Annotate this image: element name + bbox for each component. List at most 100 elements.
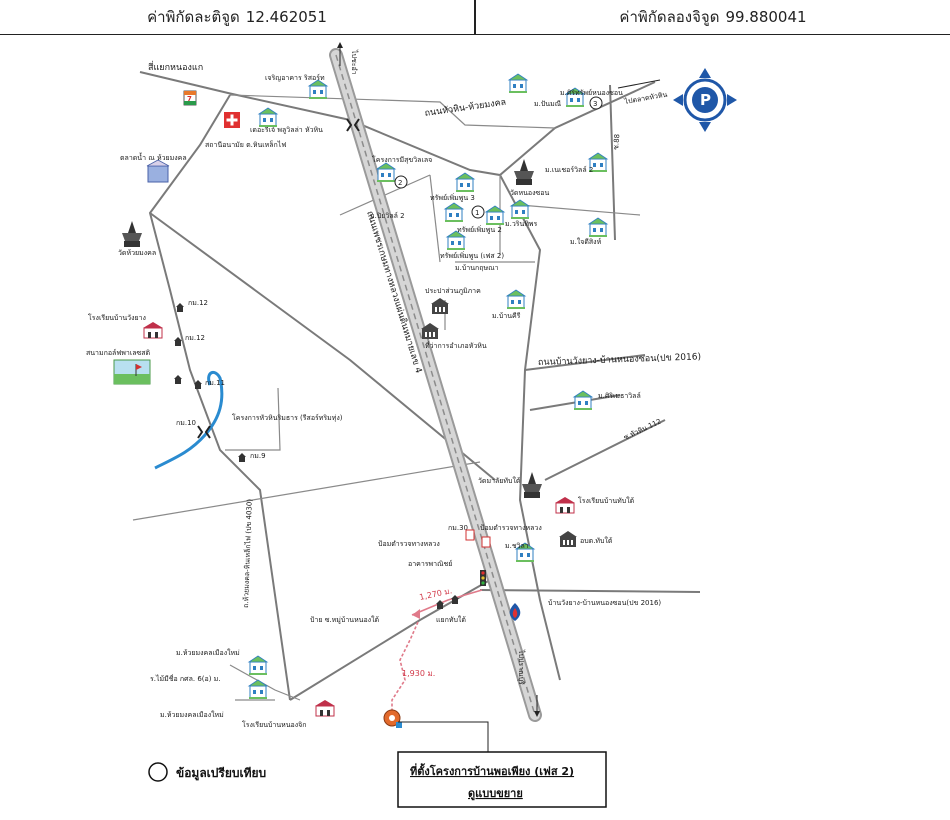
legend-compare-label: ข้อมูลเปรียบเทียบ bbox=[176, 766, 266, 781]
market-icon bbox=[146, 159, 170, 183]
label-health-station: สถานีอนามัย ต.หินเหล็กไฟ bbox=[205, 140, 286, 149]
traffic-light-icon bbox=[480, 570, 486, 586]
marker-1[interactable] bbox=[471, 205, 485, 219]
label-km-12a: กม.12 bbox=[188, 299, 208, 307]
label-school-wang: โรงเรียนบ้านวังยาง bbox=[88, 313, 146, 322]
label-village-ban: ป้าย ซ.หมู่บ้านหนองใต้ bbox=[310, 615, 380, 624]
label-mai-sri-2: ม.ห้วยมงคลเมืองใหม่ bbox=[160, 710, 224, 719]
label-project-mid: โครงการหัวหินริมธาร (รีสอร์ทริมทุ่ง) bbox=[232, 413, 343, 422]
project-legend-line1: ที่ตั้งโครงการบ้านพอเพียง (เฟส 2) bbox=[410, 763, 574, 778]
label-police-2: ป้อมตำรวจทางหลวง bbox=[378, 540, 440, 548]
marker-2[interactable] bbox=[394, 175, 408, 189]
label-district: ที่ว่าการอำเภอหัวหิน bbox=[425, 341, 487, 350]
label-charoen: เจริญอาคาร ริสอร์ท bbox=[265, 74, 325, 82]
interchange-icon-north bbox=[346, 118, 360, 132]
temple-icon bbox=[122, 221, 142, 247]
label-village-baan: ม.บ้านกฤษณา bbox=[455, 264, 499, 272]
house-icon bbox=[510, 199, 530, 220]
house-icon bbox=[573, 390, 593, 411]
label-km-9: กม.9 bbox=[250, 452, 266, 460]
road-label-nong-phlap: ถ.ห้วยมงคล-หินเหล็กไฟ (ปข 4030) bbox=[241, 499, 254, 609]
label-wat-huai: วัดห้วยมงคล bbox=[118, 249, 156, 257]
hospital-icon bbox=[224, 112, 240, 128]
direction-east: ไปตลาดหัวหิน bbox=[623, 90, 668, 107]
school-icon bbox=[554, 496, 576, 514]
svg-text:P: P bbox=[700, 91, 711, 109]
legend-circle-icon bbox=[148, 762, 168, 782]
label-mai-sri: ม.ห้วยมงคลเมืองใหม่ bbox=[176, 648, 240, 657]
police-box-icon bbox=[465, 529, 475, 541]
direction-south: ไปปราณบุรี bbox=[517, 649, 526, 685]
longitude-label: ค่าพิกัดลองจิจูด bbox=[619, 8, 720, 26]
road-label-wang-yao-2: บ้านวังยาง-บ้านหนองซอน(ปข 2016) bbox=[548, 599, 661, 607]
interchange-icon-west bbox=[197, 425, 211, 439]
label-village-top: ม.ปันมณี bbox=[534, 100, 562, 108]
project-legend-line2: ดูแบบขยาย bbox=[468, 787, 523, 801]
label-seven-eleven: สี่แยกหนองแก bbox=[148, 60, 203, 73]
road-label-hua-hin: ถนนหัวหิน-ห้วยมงคล bbox=[424, 97, 507, 119]
label-village-ju: ม.ใจดีสิงห์ bbox=[570, 237, 602, 246]
marker-3[interactable] bbox=[589, 96, 603, 110]
house-icon bbox=[508, 73, 528, 94]
label-village-right: ม.ศิริทรัพย์หนองซอน bbox=[560, 89, 623, 97]
river bbox=[154, 370, 224, 470]
latitude-value: 12.462051 bbox=[245, 8, 327, 26]
temple-icon bbox=[514, 159, 534, 185]
label-village-pin: ม.ปิยวิลล์ 2 bbox=[370, 212, 405, 220]
label-village-ner: ม.เนเชอร์วิลล์ 2 bbox=[545, 166, 593, 174]
temple-icon bbox=[522, 472, 542, 498]
label-km-12b: กม.12 bbox=[185, 334, 205, 342]
direction-north: ไปชะอำ bbox=[350, 49, 359, 75]
label-water: ประปาส่วนภูมิภาค bbox=[425, 287, 481, 295]
label-village-sap: ทรัพย์เพิ่มพูน 3 bbox=[430, 193, 475, 202]
label-km-30: กม.30 bbox=[448, 524, 468, 532]
house-icon bbox=[248, 679, 268, 700]
label-village-east: ม.บ้านคีรี bbox=[492, 312, 521, 320]
label-village-simm: ม.ศิริเมธาวิลล์ bbox=[598, 392, 641, 400]
km-post-icon bbox=[176, 303, 184, 312]
location-map[interactable]: ไปชะอำ ไปปราณบุรี ไปตลาดหัวหิน ถนนเพชรเก… bbox=[0, 35, 950, 820]
house-icon bbox=[588, 217, 608, 238]
house-icon bbox=[506, 289, 526, 310]
longitude-value: 99.880041 bbox=[725, 8, 807, 26]
road-label-wang-yao-1: ถนนบ้านวังยาง-บ้านหนองซอน(ปข 2016) bbox=[538, 351, 702, 368]
longitude-cell: ค่าพิกัดลองจิจูด 99.880041 bbox=[476, 0, 950, 34]
house-icon bbox=[258, 107, 278, 128]
km-post-icon bbox=[238, 453, 246, 462]
label-project-rim: โครงการมีสุขวิลเลจ bbox=[372, 155, 432, 164]
callout-line bbox=[398, 721, 489, 752]
route-to-project bbox=[391, 589, 483, 715]
school-icon bbox=[142, 321, 164, 339]
label-village-chai: ม.ชวิลา bbox=[505, 542, 529, 550]
road-label-soi-112: ซ.หัวหิน 112 bbox=[622, 417, 662, 441]
label-village-siri: ม.วรินทิพร bbox=[505, 220, 538, 228]
label-wat-sap: วัดมาลัยทับใต้ bbox=[478, 476, 521, 485]
label-market: ตลาดน้ำ ณ ห้วยมงคล bbox=[120, 151, 187, 162]
road-label-soi-88: ซ.88 bbox=[612, 134, 621, 151]
house-icon bbox=[248, 655, 268, 676]
label-school-sap: โรงเรียนบ้านทับใต้ bbox=[578, 496, 635, 505]
km-post-icon bbox=[174, 337, 182, 346]
label-junction: แยกทับใต้ bbox=[436, 615, 466, 624]
water-utility-icon bbox=[431, 298, 449, 314]
distance-2: 1,930 ม. bbox=[402, 669, 435, 678]
coordinate-bar: ค่าพิกัดละติจูด 12.462051 ค่าพิกัดลองจิจ… bbox=[0, 0, 950, 35]
label-police: ป้อมตำรวจทางหลวง bbox=[480, 524, 542, 532]
km-post-icon bbox=[174, 375, 182, 384]
house-icon bbox=[485, 205, 505, 226]
marker-2-label: 2 bbox=[398, 179, 402, 187]
house-icon bbox=[376, 162, 396, 183]
highway-4 bbox=[329, 48, 542, 722]
house-icon bbox=[455, 172, 475, 193]
project-site-marker[interactable] bbox=[383, 709, 402, 728]
gas-station-icon bbox=[509, 603, 521, 621]
school-icon bbox=[314, 699, 336, 717]
office-icon bbox=[559, 531, 577, 547]
house-icon bbox=[444, 202, 464, 223]
label-office: อบต.ทับใต้ bbox=[580, 536, 613, 545]
project-legend-box[interactable]: ที่ตั้งโครงการบ้านพอเพียง (เฟส 2) ดูแบบข… bbox=[397, 751, 607, 808]
latitude-cell: ค่าพิกัดละติจูด 12.462051 bbox=[0, 0, 476, 34]
label-km-11: กม.11 bbox=[205, 379, 225, 387]
police-box-icon bbox=[481, 536, 491, 548]
marker-1-label: 1 bbox=[475, 209, 479, 217]
